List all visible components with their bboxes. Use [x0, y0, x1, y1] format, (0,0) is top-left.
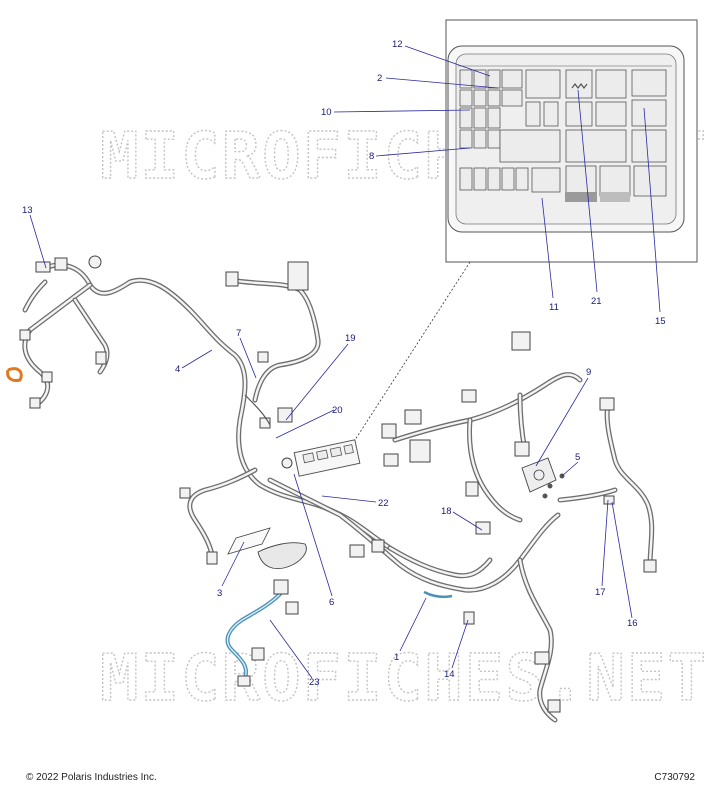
- callout-13: 13: [22, 205, 33, 216]
- callout-21: 21: [591, 296, 602, 307]
- left-lower-harness: [179, 467, 307, 570]
- callout-14: 14: [444, 669, 455, 680]
- callout-11: 11: [549, 302, 559, 313]
- callout-6: 6: [329, 597, 334, 608]
- callout-4: 4: [175, 364, 180, 375]
- callout-12: 12: [392, 39, 403, 50]
- callout-10: 10: [321, 107, 332, 118]
- copyright-text: © 2022 Polaris Industries Inc.: [26, 772, 157, 783]
- inset-pointer-line: [354, 261, 471, 441]
- callout-8: 8: [369, 151, 374, 162]
- left-harness: [6, 255, 393, 551]
- callout-23: 23: [309, 677, 320, 688]
- callout-9: 9: [586, 367, 591, 378]
- callout-2: 2: [377, 73, 382, 84]
- watermark-bottom: MICROFICHES.NET: [100, 642, 708, 716]
- callout-16: 16: [627, 618, 638, 629]
- callout-labels: 1 2 3 4 5 6 7 8 9 10 11 12 13 14 15 16 1…: [22, 39, 666, 688]
- right-side-harness: [557, 397, 657, 573]
- callout-1: 1: [394, 652, 399, 663]
- center-fuse-block: [281, 439, 361, 477]
- callout-19: 19: [345, 333, 356, 344]
- figure-id: C730792: [654, 772, 695, 783]
- right-upper-harness: [381, 331, 583, 535]
- callout-5: 5: [575, 452, 580, 463]
- fuse-box-inset: [445, 19, 698, 263]
- callout-22: 22: [378, 498, 389, 509]
- callout-15: 15: [655, 316, 666, 327]
- jumper-harness: [225, 579, 299, 687]
- main-harness: [267, 477, 561, 723]
- leader-lines: [29, 45, 661, 679]
- callout-17: 17: [595, 587, 606, 598]
- callout-3: 3: [217, 588, 222, 599]
- callout-20: 20: [332, 405, 343, 416]
- highlighted-segment-blue: [423, 590, 453, 599]
- fuse-slots: [459, 69, 667, 197]
- center-upper-harness: [225, 261, 321, 429]
- highlighted-clip-orange: [6, 367, 23, 382]
- callout-7: 7: [236, 328, 241, 339]
- callout-18: 18: [441, 506, 452, 517]
